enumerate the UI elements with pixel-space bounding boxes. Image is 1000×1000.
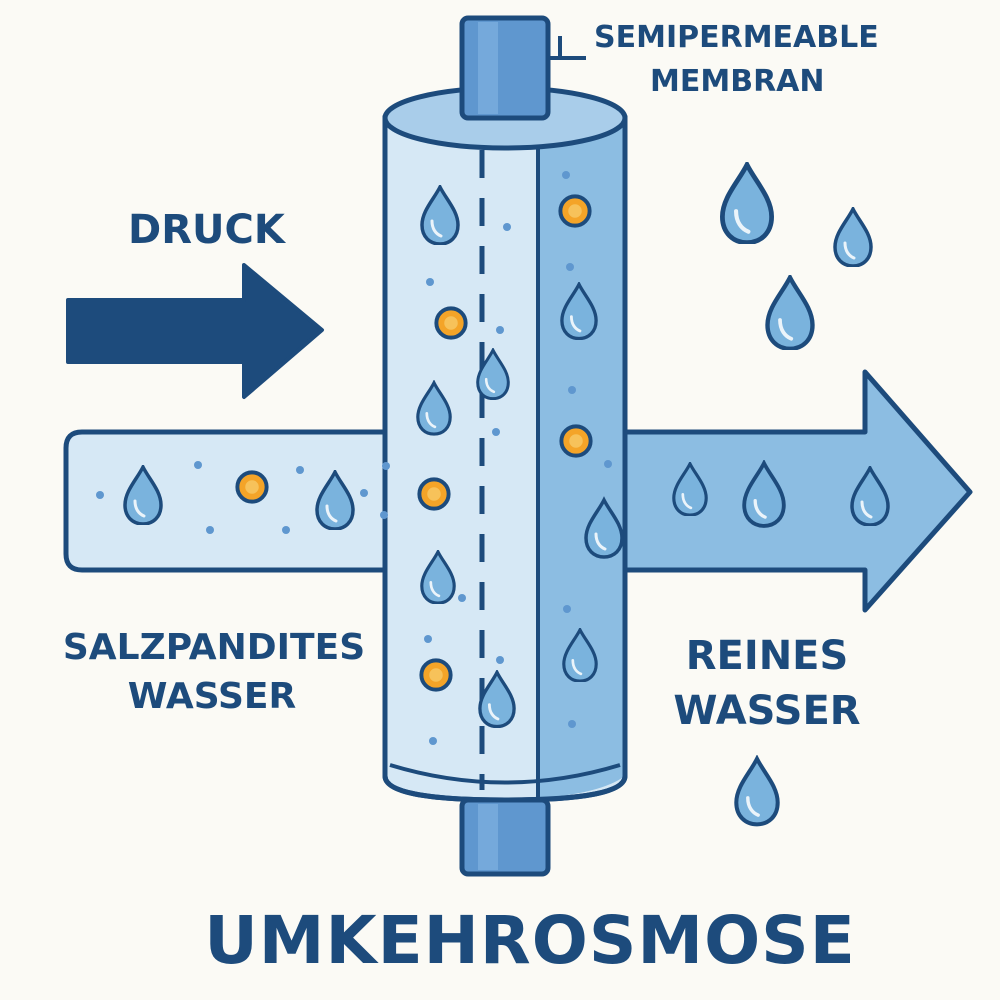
pure-water-label-line1: REINES bbox=[686, 633, 849, 679]
water-drop-icon bbox=[736, 759, 777, 825]
pressure-label: DRUCK bbox=[128, 207, 287, 253]
membrane-leader-line bbox=[548, 36, 586, 60]
salt-particle-icon bbox=[419, 658, 453, 692]
water-drop-icon bbox=[833, 207, 873, 267]
salt-water-label-line2: WASSER bbox=[128, 676, 297, 717]
salt-particle-icon bbox=[434, 306, 468, 340]
water-drop-icon bbox=[722, 165, 771, 243]
salt-particle-icon bbox=[559, 424, 593, 458]
bottom-pipe bbox=[459, 797, 551, 877]
salt-particle-icon bbox=[558, 194, 592, 228]
salt-particle-icon bbox=[235, 470, 269, 504]
small-particles bbox=[96, 171, 612, 745]
flow-arrow-icon bbox=[597, 369, 973, 613]
inflow-channel bbox=[63, 429, 403, 573]
membrane-label-line1: SEMIPERMEABLE bbox=[594, 20, 879, 55]
salt-particle-icon bbox=[417, 477, 451, 511]
pressure-arrow-icon bbox=[66, 263, 324, 399]
top-pipe bbox=[459, 15, 551, 121]
diagram-title: UMKEHROSMOSE bbox=[204, 902, 856, 979]
salt-water-label-line1: SALZPANDITES bbox=[63, 627, 365, 668]
membrane-label-line2: MEMBRAN bbox=[650, 64, 825, 99]
membrane-cylinder bbox=[382, 85, 628, 803]
pure-water-label-line2: WASSER bbox=[673, 688, 860, 734]
water-drop-icon bbox=[768, 278, 813, 349]
